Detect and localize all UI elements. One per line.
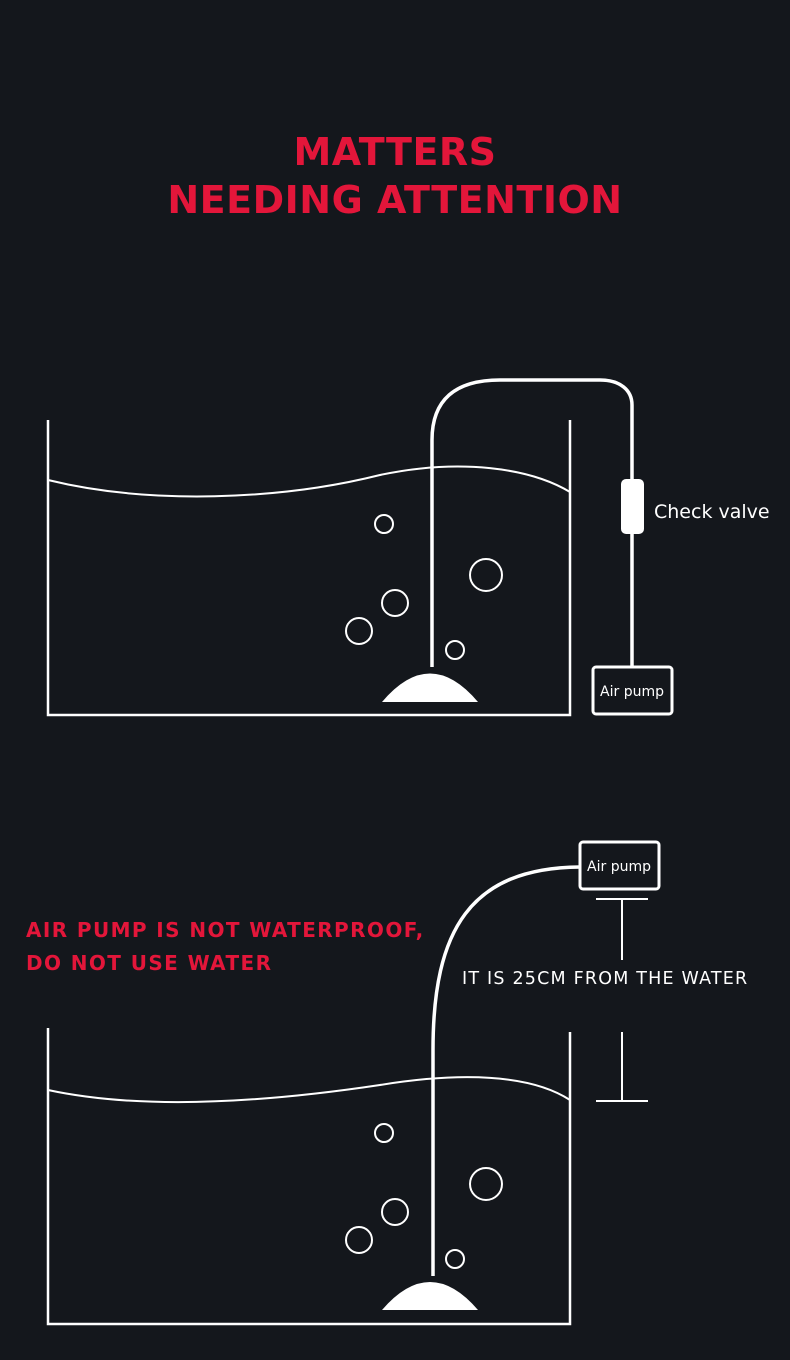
tank-1-water-surface <box>47 465 571 498</box>
air-stone-2-icon <box>382 1282 478 1310</box>
bubble <box>445 640 465 660</box>
diagram-check-valve: Check valve Air pump <box>46 378 770 717</box>
bubble <box>374 1123 394 1143</box>
bubble <box>345 617 373 645</box>
air-pump-1-box <box>591 665 674 716</box>
distance-label: IT IS 25CM FROM THE WATER <box>462 969 748 989</box>
page-title-line-1: MATTERS <box>293 130 497 174</box>
bubble <box>469 1167 503 1201</box>
bubble <box>345 1226 373 1254</box>
warning-line-1: AIR PUMP IS NOT WATERPROOF, <box>26 918 425 942</box>
bubble <box>374 514 394 534</box>
air-pump-2-label: Air pump <box>587 859 651 875</box>
air-stone-1-icon <box>382 673 478 702</box>
distance-marker <box>596 898 648 1102</box>
tank-2-water-surface <box>47 1076 571 1104</box>
tank-1-outline <box>46 420 572 717</box>
bubble <box>381 1198 409 1226</box>
check-valve-label: Check valve <box>654 501 770 523</box>
check-valve-icon <box>621 479 644 534</box>
bubble <box>381 589 409 617</box>
bubble <box>445 1249 465 1269</box>
page-title-line-2: NEEDING ATTENTION <box>167 178 623 222</box>
warning-line-2: DO NOT USE WATER <box>26 951 273 975</box>
tank-2-outline <box>46 1028 572 1326</box>
air-pump-2-box <box>578 840 661 891</box>
diagram-pump-height: Air pump IT IS 25CM FROM THE WATER <box>46 840 748 1326</box>
air-tube-1 <box>430 378 634 668</box>
air-pump-1-label: Air pump <box>600 684 664 700</box>
bubble <box>469 558 503 592</box>
air-tube-2 <box>431 865 581 1276</box>
